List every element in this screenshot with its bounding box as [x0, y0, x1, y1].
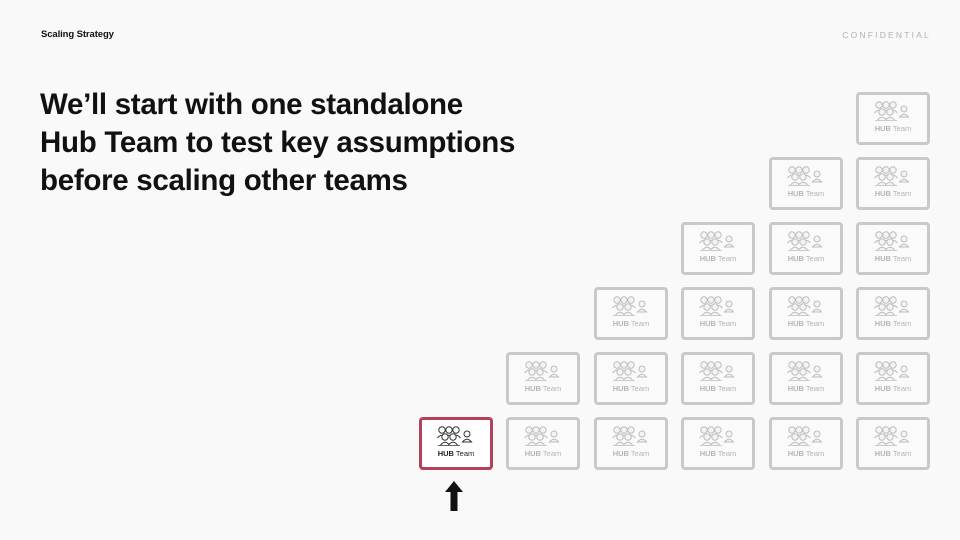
team-people-icon — [787, 166, 823, 186]
hub-team-label: HUB Team — [524, 449, 562, 458]
headline-line-1: We’ll start with one standalone — [40, 88, 463, 121]
team-people-icon — [787, 426, 823, 446]
headline: We’ll start with one standalone Hub Team… — [40, 86, 580, 200]
hub-team-label: HUB Team — [437, 449, 475, 458]
hub-team-label: HUB Team — [874, 124, 912, 133]
hub-team-tile: HUB Team — [856, 417, 930, 470]
hub-team-label: HUB Team — [524, 384, 562, 393]
hub-team-label: HUB Team — [612, 449, 650, 458]
hub-team-tile: HUB Team — [681, 352, 755, 405]
hub-team-tile: HUB Team — [769, 417, 843, 470]
hub-team-label: HUB Team — [874, 319, 912, 328]
hub-team-label: HUB Team — [787, 449, 825, 458]
hub-team-tile: HUB Team — [769, 287, 843, 340]
hub-team-tile: HUB Team — [681, 287, 755, 340]
hub-team-label: HUB Team — [612, 384, 650, 393]
hub-team-tile: HUB Team — [506, 417, 580, 470]
hub-team-label: HUB Team — [699, 384, 737, 393]
team-people-icon — [699, 361, 735, 381]
hub-team-tile: HUB Team — [506, 352, 580, 405]
hub-team-tile: HUB Team — [594, 287, 668, 340]
hub-team-label: HUB Team — [699, 449, 737, 458]
hub-team-label: HUB Team — [612, 319, 650, 328]
hub-team-tile: HUB Team — [856, 222, 930, 275]
team-people-icon — [524, 361, 560, 381]
team-people-icon — [874, 231, 910, 251]
team-people-icon — [874, 296, 910, 316]
hub-team-label: HUB Team — [787, 319, 825, 328]
hub-team-label: HUB Team — [699, 254, 737, 263]
hub-team-tile: HUB Team — [769, 157, 843, 210]
hub-team-label: HUB Team — [787, 384, 825, 393]
hub-team-tile: HUB Team — [856, 157, 930, 210]
hub-team-tile: HUB Team — [856, 287, 930, 340]
team-people-icon — [524, 426, 560, 446]
team-people-icon — [699, 296, 735, 316]
hub-team-label: HUB Team — [874, 189, 912, 198]
hub-team-label: HUB Team — [874, 384, 912, 393]
hub-team-tile: HUB Team — [856, 92, 930, 145]
team-people-icon — [874, 361, 910, 381]
headline-line-3: before scaling other teams — [40, 164, 408, 197]
confidential-label: CONFIDENTIAL — [842, 30, 931, 40]
hub-team-label: HUB Team — [699, 319, 737, 328]
team-people-icon — [787, 231, 823, 251]
hub-team-label: HUB Team — [787, 189, 825, 198]
headline-line-2: Hub Team to test key assumptions — [40, 126, 516, 159]
team-people-icon — [437, 426, 473, 446]
hub-team-tile: HUB Team — [769, 222, 843, 275]
hub-team-tile: HUB Team — [681, 222, 755, 275]
team-people-icon — [874, 426, 910, 446]
hub-team-tile: HUB Team — [856, 352, 930, 405]
hub-team-tile: HUB Team — [769, 352, 843, 405]
team-people-icon — [787, 296, 823, 316]
hub-team-label: HUB Team — [874, 449, 912, 458]
team-people-icon — [612, 426, 648, 446]
hub-team-label: HUB Team — [874, 254, 912, 263]
up-arrow-icon — [445, 481, 463, 511]
team-people-icon — [699, 426, 735, 446]
hub-team-tile: HUB Team — [594, 352, 668, 405]
hub-team-tile: HUB Team — [594, 417, 668, 470]
hub-team-tile-active: HUB Team — [419, 417, 493, 470]
team-people-icon — [874, 101, 910, 121]
team-people-icon — [612, 296, 648, 316]
section-title: Scaling Strategy — [41, 29, 114, 40]
hub-team-tile: HUB Team — [681, 417, 755, 470]
team-people-icon — [874, 166, 910, 186]
team-people-icon — [787, 361, 823, 381]
team-people-icon — [612, 361, 648, 381]
team-people-icon — [699, 231, 735, 251]
hub-team-label: HUB Team — [787, 254, 825, 263]
